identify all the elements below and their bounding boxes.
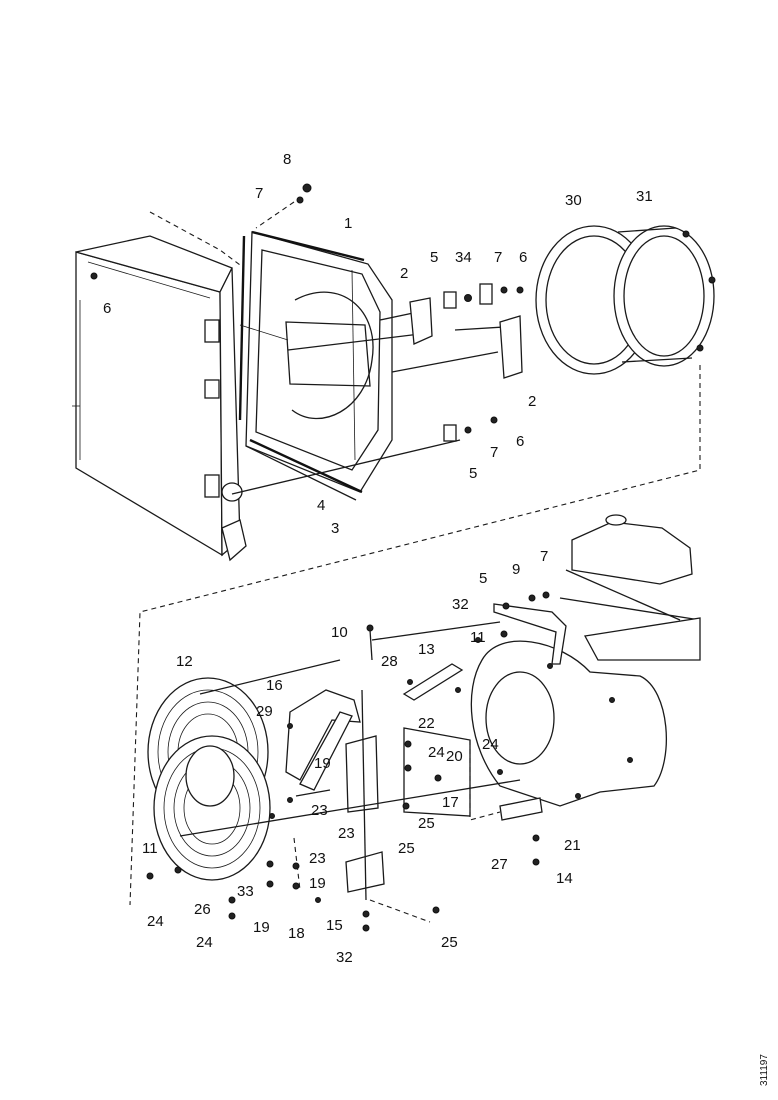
callout-label: 12 [176, 653, 193, 670]
callout-label: 5 [479, 570, 487, 587]
callout-label: 32 [336, 949, 353, 966]
guard-ring-part-31 [613, 225, 716, 367]
callout-label: 8 [283, 151, 291, 168]
callout-label: 24 [147, 913, 164, 930]
engine-housing [470, 514, 701, 807]
fan-shroud [238, 230, 393, 501]
callout-label: 25 [418, 815, 435, 832]
clip-part-5 [443, 424, 457, 442]
callout-label: 6 [519, 249, 527, 266]
callout-label: 5 [430, 249, 438, 266]
callout-label: 24 [428, 744, 445, 761]
leader-line [469, 740, 501, 821]
callout-label: 26 [194, 901, 211, 918]
callout-label: 9 [512, 561, 520, 578]
callout-label: 32 [452, 596, 469, 613]
bracket-part-9 [493, 603, 567, 665]
callout-label: 1 [344, 215, 352, 232]
callout-label: 24 [196, 934, 213, 951]
bracket-part-2 [499, 315, 523, 379]
callout-label: 23 [309, 850, 326, 867]
callout-label: 33 [237, 883, 254, 900]
callout-label: 22 [418, 715, 435, 732]
lower-assembly [146, 514, 701, 932]
callout-label: 21 [564, 837, 581, 854]
callout-label: 23 [311, 802, 328, 819]
brace-part-29 [285, 689, 361, 797]
callout-label: 7 [540, 548, 548, 565]
callout-label: 7 [494, 249, 502, 266]
callout-label: 24 [482, 736, 499, 753]
callout-label: 5 [469, 465, 477, 482]
callout-label: 19 [253, 919, 270, 936]
callout-label: 7 [255, 185, 263, 202]
leader-line [255, 201, 295, 229]
callout-label: 11 [470, 629, 486, 646]
callout-label: 28 [381, 653, 398, 670]
callout-label: 6 [516, 433, 524, 450]
callout-label: 17 [442, 794, 459, 811]
fan-guard-part-16 [147, 677, 271, 881]
callout-label: 4 [317, 497, 325, 514]
callout-label: 16 [266, 677, 283, 694]
callout-label: 25 [398, 840, 415, 857]
clip-part-5 [443, 291, 457, 309]
callout-label: 19 [309, 875, 326, 892]
callout-label: 2 [528, 393, 536, 410]
callout-label: 19 [314, 755, 331, 772]
callout-label: 27 [491, 856, 508, 873]
callout-label: 25 [441, 934, 458, 951]
callout-labels: 8 7 1 30 31 6 2 5 34 7 6 2 5 7 6 4 3 5 9… [103, 151, 653, 966]
callout-label: 6 [103, 300, 111, 317]
callout-label: 14 [556, 870, 573, 887]
leader-line [369, 899, 431, 923]
callout-label: 18 [288, 925, 305, 942]
mount-plate-part-20 [345, 735, 379, 813]
callout-label: 7 [490, 444, 498, 461]
bracket-part-12 [402, 663, 464, 701]
callout-label: 2 [400, 265, 408, 282]
bracket-part-2 [409, 297, 433, 345]
document-number: 311197 [759, 1054, 770, 1086]
callout-label: 11 [142, 840, 158, 857]
plate-part-21 [403, 727, 471, 817]
upper-assembly [72, 183, 716, 906]
callout-label: 10 [331, 624, 348, 641]
callout-label: 20 [446, 748, 463, 765]
callout-label: 15 [326, 917, 343, 934]
callout-label: 13 [418, 641, 435, 658]
callout-label: 31 [636, 188, 653, 205]
leader-line [129, 365, 701, 906]
callout-label: 29 [256, 703, 273, 720]
callout-label: 3 [331, 520, 339, 537]
radiator-block [72, 235, 247, 562]
callout-label: 34 [455, 249, 472, 266]
callout-label: 23 [338, 825, 355, 842]
callout-label: 30 [565, 192, 582, 209]
